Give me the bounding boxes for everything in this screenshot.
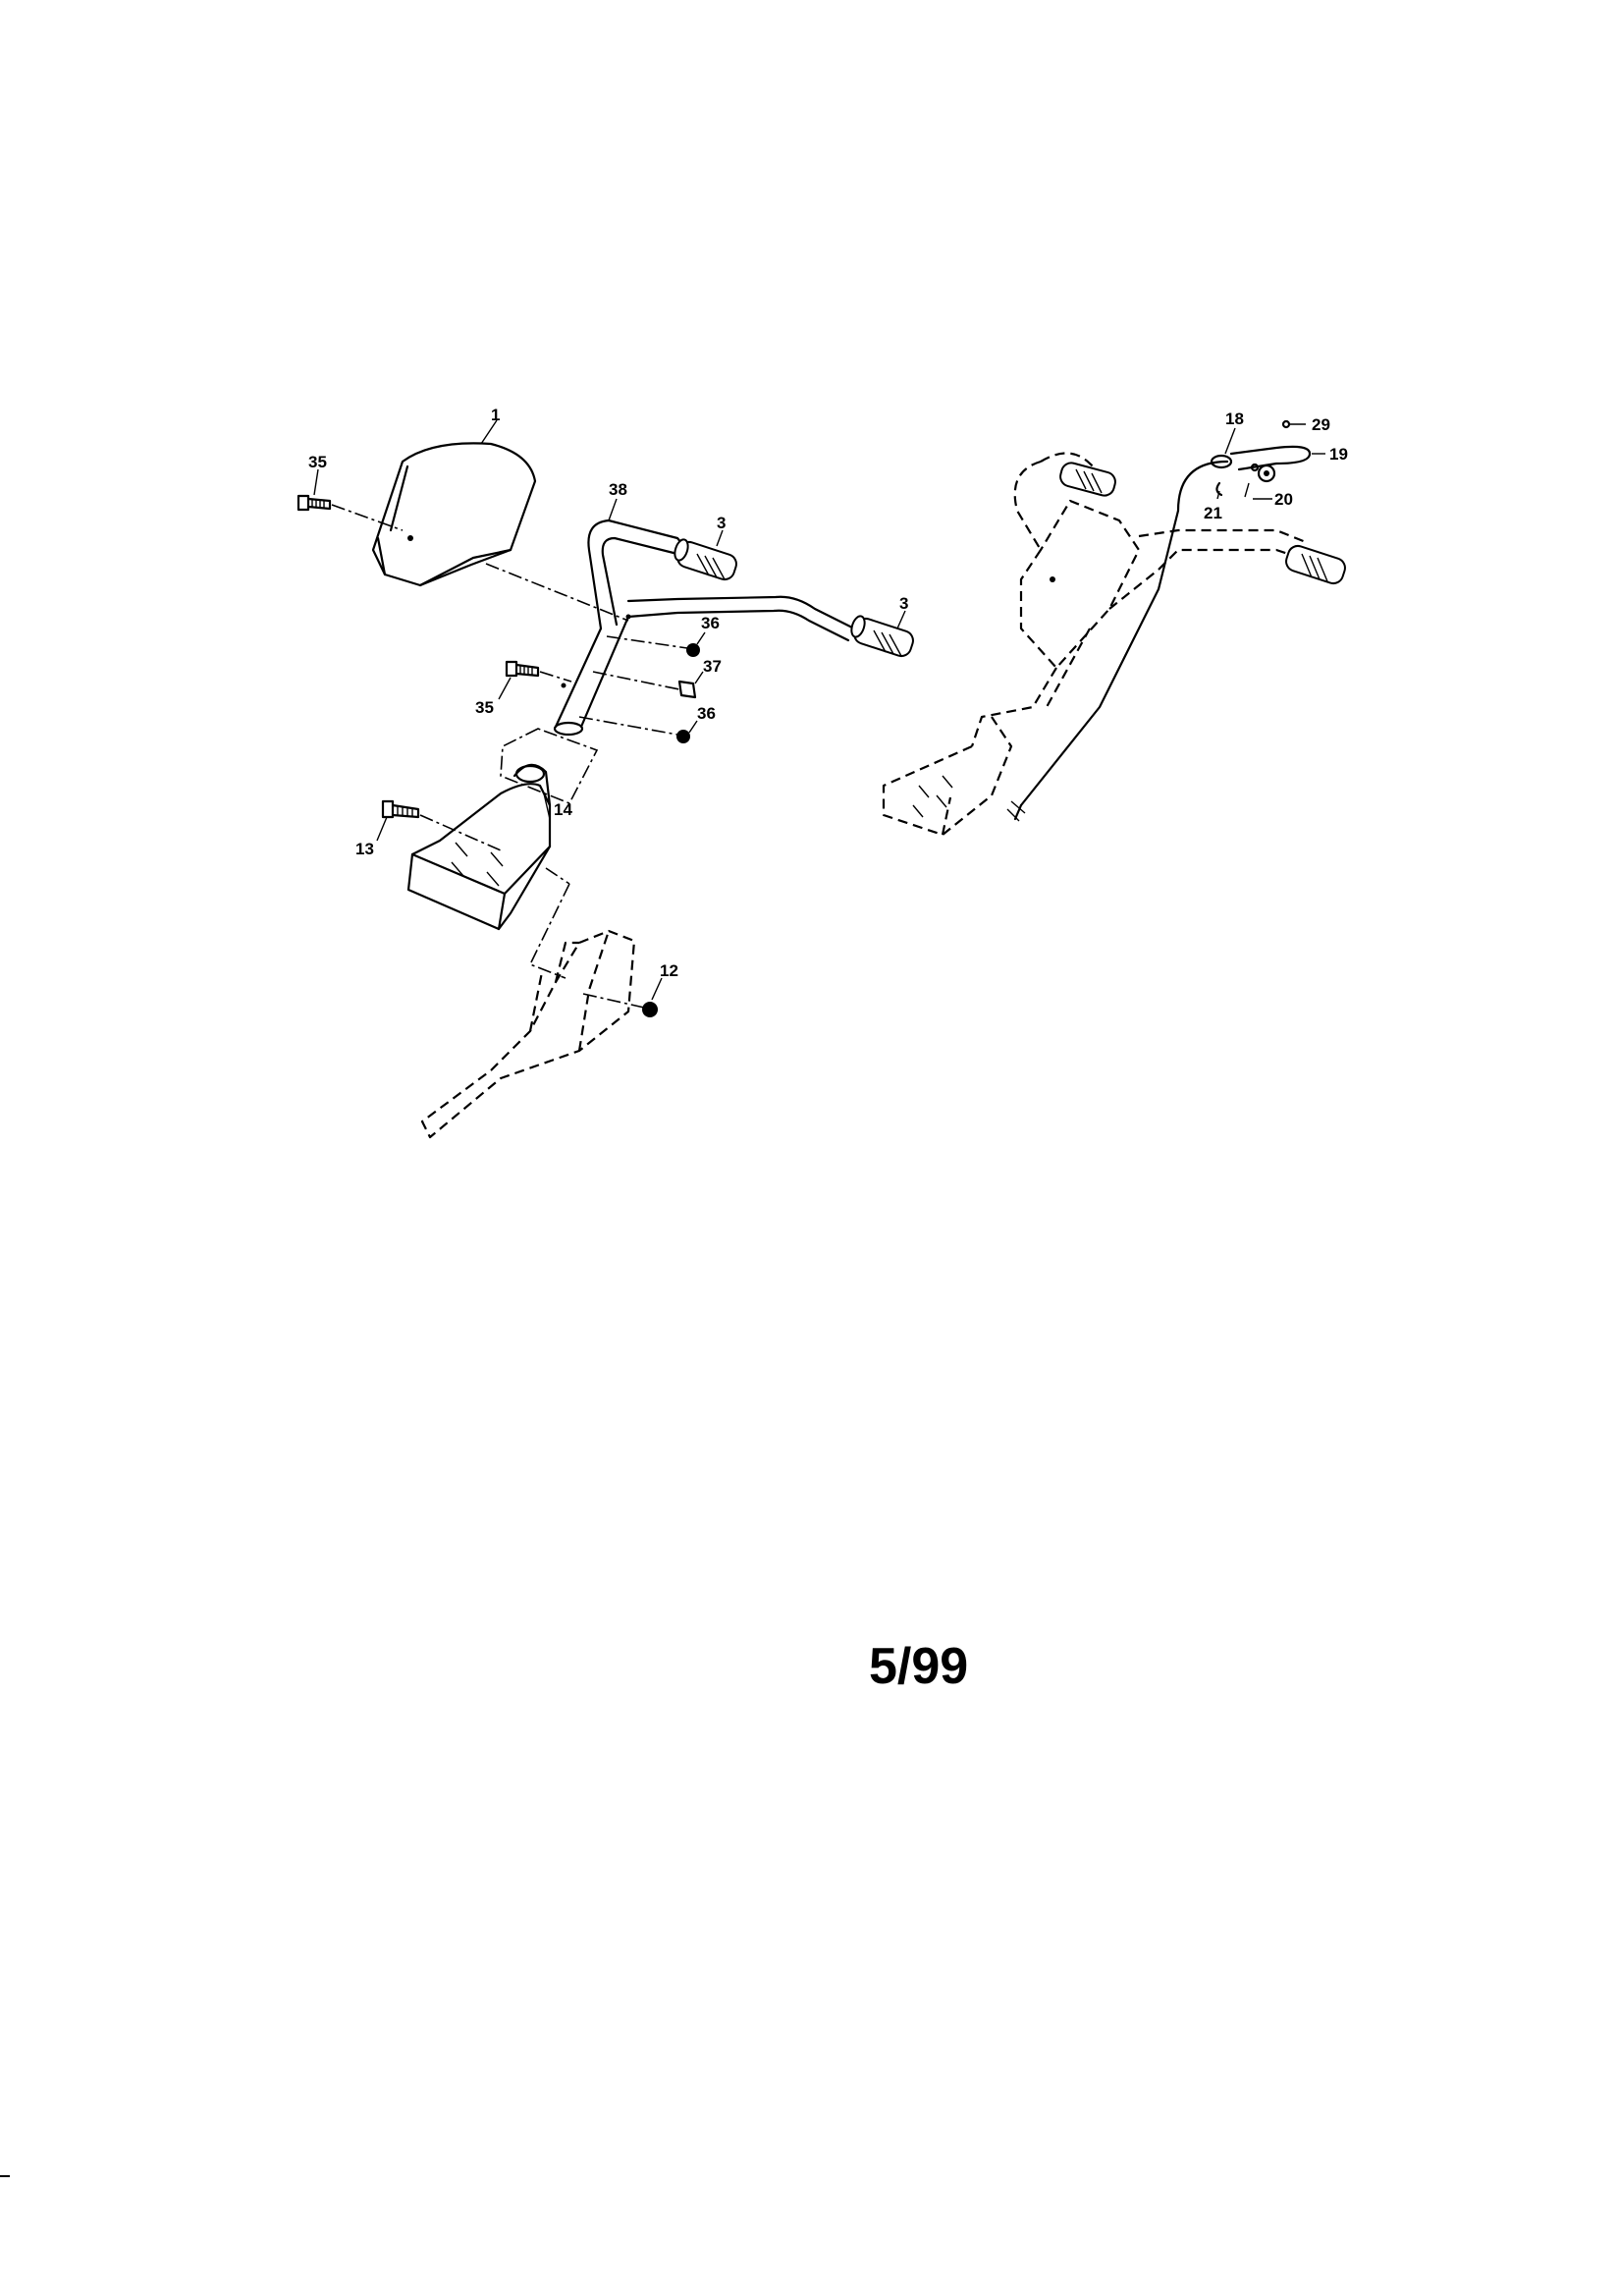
part-3-grip-upper [674,538,737,581]
exploded-handle-assembly [297,442,914,1139]
callout-35-lower: 35 [475,698,494,717]
callout-14: 14 [554,800,572,819]
callout-36-upper: 36 [701,614,720,632]
callout-20: 20 [1274,490,1293,509]
control-lever-cluster [1210,419,1325,498]
assembled-handle-view [882,419,1346,837]
callout-1: 1 [491,406,500,424]
callout-38: 38 [609,480,627,499]
part-35-bolt-lower [505,660,540,678]
part-38-handlebar [553,519,856,737]
part-36-nut-upper [686,643,700,657]
callout-19: 19 [1329,445,1348,464]
callout-3-lower: 3 [899,594,908,613]
callout-3-upper: 3 [717,514,726,532]
frame-section-dashed [420,929,636,1139]
callout-12: 12 [660,961,678,980]
callout-29: 29 [1312,415,1330,434]
part-36-nut-lower [676,730,690,743]
callout-35-upper: 35 [308,453,327,471]
part-3-grip-lower [850,615,914,658]
callout-13: 13 [355,840,374,858]
callout-36-lower: 36 [697,704,716,723]
callout-21: 21 [1204,504,1222,522]
part-37-clip [677,680,697,699]
part-14-bracket [406,763,552,931]
callout-labels: 1 35 38 3 3 36 37 35 36 14 13 12 18 29 1… [308,406,1348,1001]
part-35-bolt-upper [297,494,332,512]
callout-37: 37 [703,657,722,676]
callout-18: 18 [1225,410,1244,428]
date-code: 5/99 [869,1638,968,1695]
part-12-nut [642,1002,658,1017]
part-13-bolt [381,799,420,819]
part-1-cover-panel [371,442,537,587]
grip-left-assembled [1059,462,1116,497]
grip-right-assembled [1285,544,1346,585]
